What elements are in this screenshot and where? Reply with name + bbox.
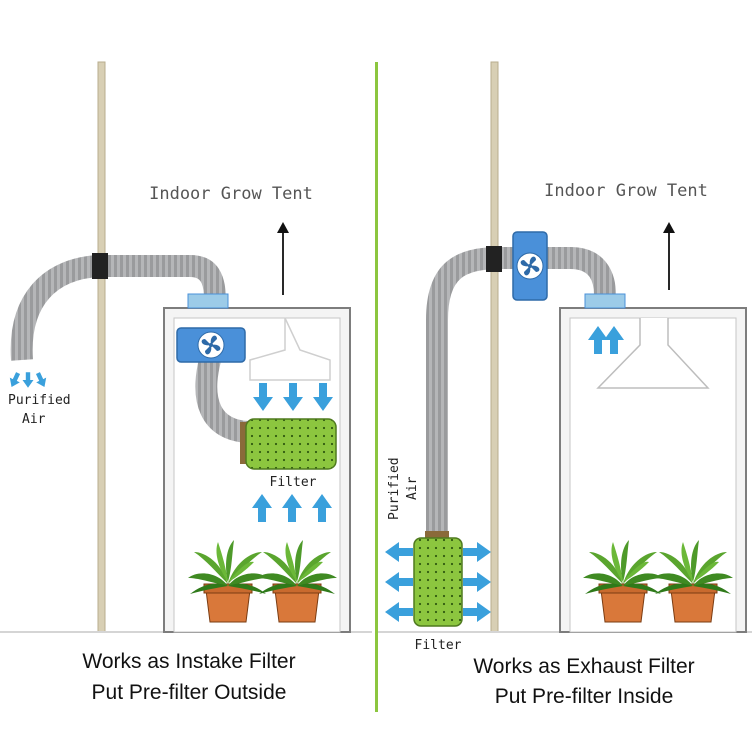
carbon-filter — [413, 537, 463, 627]
caption-line2: Put Pre-filter Outside — [92, 681, 287, 704]
inner-duct — [195, 357, 250, 443]
wall-port — [92, 253, 108, 279]
tent-label: Indoor Grow Tent — [149, 184, 313, 204]
tent-hood — [596, 318, 710, 389]
filter-cap — [240, 422, 248, 464]
right-panel: Indoor Grow Tent Purified Air Filter Wor… — [378, 61, 752, 708]
filter-cap — [425, 531, 449, 541]
panel-divider — [375, 62, 378, 712]
purified-air-arrows — [6, 370, 50, 390]
caption-line2: Put Pre-filter Inside — [495, 685, 674, 708]
wall-port — [486, 246, 502, 272]
purified-air-label-line1: Purified — [387, 457, 402, 520]
tent-label: Indoor Grow Tent — [544, 181, 708, 201]
wall — [490, 61, 499, 633]
carbon-filter — [245, 418, 337, 470]
fan-icon — [512, 231, 548, 301]
duct-hose — [10, 255, 226, 361]
purified-air-label-line1: Purified — [8, 393, 71, 408]
wall — [97, 61, 106, 633]
tent-pointer-head — [663, 222, 675, 233]
filter-label: Filter — [270, 475, 317, 490]
purified-air-label-line2: Air — [22, 412, 46, 427]
duct-collar — [187, 293, 229, 309]
tent-pointer-head — [277, 222, 289, 233]
caption-line1: Works as Instake Filter — [82, 650, 295, 673]
duct-collar — [584, 293, 626, 309]
fan-icon — [176, 327, 246, 363]
filter-label: Filter — [415, 638, 462, 653]
left-panel: Indoor Grow Tent Purified Air Filter Wor… — [0, 61, 372, 704]
caption-line1: Works as Exhaust Filter — [473, 655, 694, 678]
purified-air-label-line2: Air — [405, 476, 420, 500]
tent-hood — [249, 317, 331, 381]
